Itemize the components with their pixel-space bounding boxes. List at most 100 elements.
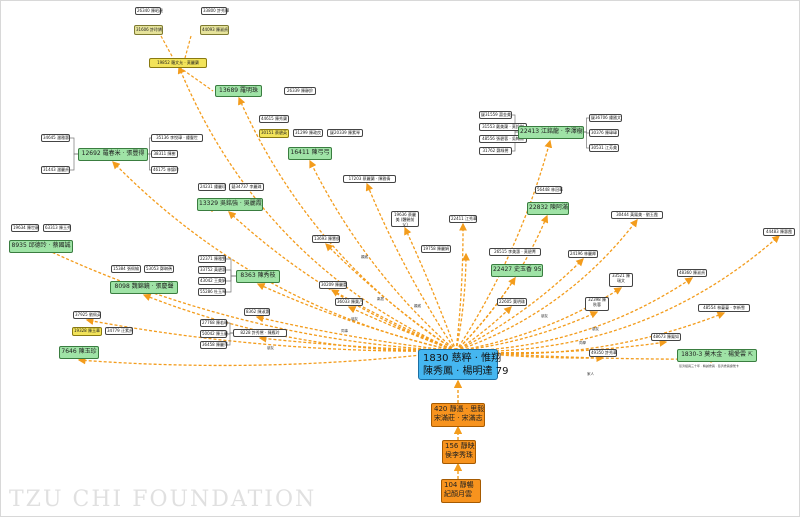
node-49350[interactable]: 49350 許秀華 xyxy=(589,349,617,357)
node-22413[interactable]: 22413 江銘龍 · 李澤樹 xyxy=(518,126,584,139)
ancestor-104[interactable]: 104 靜暢 紀顏月雲 xyxy=(441,479,481,503)
watermark: TZU CHI FOUNDATION xyxy=(9,487,317,512)
center-node[interactable]: 1830 慈粹 · 惟翔 陳秀鳳 · 楊明達 79 xyxy=(418,349,508,380)
node-24231[interactable]: 24231 鍾麗珍 xyxy=(198,183,226,191)
node-8228[interactable]: 8228 許秀鶯 · 陳應玲 xyxy=(233,329,287,337)
node-48360[interactable]: 48360 陳淑貞 xyxy=(677,269,707,277)
tree-bracket xyxy=(148,153,151,171)
node-22832[interactable]: 22832 陳阿滿 xyxy=(527,202,569,215)
node-26339[interactable]: 26339 陳靜鈴 xyxy=(284,87,316,95)
ancestor-420-line-2: 宋滿莊 · 宋滿志 xyxy=(434,414,483,422)
connection-line xyxy=(404,226,457,352)
node-34779[interactable]: 34779 汪素貞 xyxy=(105,327,133,335)
node-44615[interactable]: 44615 陳秀蘭 xyxy=(259,115,289,123)
node-30151[interactable]: 30151 蔡碧英 xyxy=(259,129,289,138)
node-16411[interactable]: 16411 陳弓弓 xyxy=(288,147,332,160)
node-15384[interactable]: 15384 張佩綸 xyxy=(111,265,141,273)
ancestor-156[interactable]: 156 靜映 侯李秀珠 xyxy=(442,440,476,464)
connection-line xyxy=(365,182,457,352)
node-30531[interactable]: 30531 江芳美 xyxy=(589,144,619,152)
node-53053[interactable]: 53053 鄭琳蒨 xyxy=(144,265,174,273)
node-8935[interactable]: 8935 邱德玲 · 蔡國誠 xyxy=(9,240,73,253)
node-56448[interactable]: 56448 林冠華 xyxy=(535,186,563,194)
node-26515[interactable]: 26515 李美惠 · 莫碧菁 xyxy=(489,248,541,256)
connection-line xyxy=(455,311,599,352)
connection-line xyxy=(455,306,512,352)
node-33521[interactable]: 33521 陳瑞文 xyxy=(609,273,633,287)
node-13329[interactable]: 13329 吳銘強 · 吳麗霞 xyxy=(197,198,263,211)
node-33752[interactable]: 33752 黃碧惠 xyxy=(198,266,226,274)
node-13689[interactable]: 13689 羅明珠 xyxy=(215,85,262,97)
node-1830-3[interactable]: 1830-3 莫木金 · 楊愛雲 ⇱ xyxy=(677,349,757,362)
tree-bracket xyxy=(70,153,78,171)
node-24196[interactable]: 24196 林麗卿 xyxy=(568,250,598,258)
node-31762[interactable]: 31762 鄭綠鶯 xyxy=(479,147,512,155)
node-30376[interactable]: 30376 陳瑋瑋 xyxy=(589,129,619,137)
connection-line xyxy=(256,283,457,352)
node-31559[interactable]: 疑31559 蕭金美 xyxy=(479,111,512,119)
node-37925[interactable]: 37925 劉佩英 xyxy=(73,311,101,319)
node-19758[interactable]: 19758 陳麗娟 xyxy=(421,245,451,253)
node-38311[interactable]: 38311 陳樹 xyxy=(151,150,178,158)
node-63313[interactable]: 63313 陳玉秀 xyxy=(43,224,71,232)
node-44483[interactable]: 44483 陳惠霞 xyxy=(763,228,795,236)
node-8362[interactable]: 8362 陳淑惠 xyxy=(244,308,270,316)
tree-bracket xyxy=(226,269,236,277)
tree-bracket xyxy=(226,275,236,293)
node-34645[interactable]: 34645 潘雅惠 xyxy=(41,134,70,142)
node-32398[interactable]: 32398 陳秋蓉 xyxy=(585,297,609,311)
connection-line xyxy=(455,276,516,352)
node-20339[interactable]: 疑20339 陳素琴 xyxy=(327,129,363,137)
node-36033[interactable]: 36033 陳葉乃 xyxy=(335,298,363,306)
connection-line xyxy=(455,222,467,352)
edge-label: 親戚 xyxy=(414,304,421,308)
node-35136[interactable]: 35136 李悅璋 · 鍾豐世 xyxy=(151,134,203,142)
node-7646[interactable]: 7646 陳玉珍 xyxy=(59,346,99,359)
ancestor-420-line-1: 420 靜憑 · 思毅 xyxy=(434,405,485,413)
node-36706[interactable]: 疑36706 鍾國文 xyxy=(589,114,622,122)
node-36458[interactable]: 36458 陳麗萍 xyxy=(200,341,228,349)
node-12692[interactable]: 12692 羅春米 · 張豐得 xyxy=(78,148,148,161)
node-48673[interactable]: 48673 陳鳳如 xyxy=(651,333,681,341)
center-line-1: 1830 慈粹 · 惟翔 xyxy=(423,353,502,364)
node-43042[interactable]: 43042 王美娟 xyxy=(198,277,226,285)
tree-bracket xyxy=(70,137,78,155)
node-31443[interactable]: 31443 潘麗貞 xyxy=(41,166,70,174)
node-13693[interactable]: 13693 陳慧俊 xyxy=(312,235,340,243)
node-22411[interactable]: 22411 江秀華 xyxy=(449,215,477,223)
node-19636[interactable]: 19636 蔡麗美 (體驗前父) xyxy=(391,211,419,227)
node-48556[interactable]: 48556 張碧蓉 · 吳翰薇 xyxy=(479,135,527,143)
node-33800[interactable]: 33800 許秀樺 xyxy=(201,7,229,15)
connection-line xyxy=(112,161,457,352)
node-55286[interactable]: 55286 杜玉琴 xyxy=(198,288,226,296)
node-22605[interactable]: 22605 葉明珠 xyxy=(497,298,527,306)
node-8098[interactable]: 8098 魏錦鏡 · 張慶聲 xyxy=(110,281,178,294)
node-50042[interactable]: 50042 陳玉麗 xyxy=(200,330,228,338)
node-19634[interactable]: 19634 陳世靜 xyxy=(11,224,39,232)
node-19328[interactable]: 19328 陳玉華 xyxy=(72,327,102,336)
ancestor-104-line-1: 104 靜暢 xyxy=(444,481,474,489)
node-31606[interactable]: 31606 許玲嬌 xyxy=(134,25,163,35)
node-17203[interactable]: 17203 蔡麗蘭 · 陳雅倩 xyxy=(343,175,396,183)
node-26340[interactable]: 26340 陳昭達 xyxy=(135,7,163,15)
node-30209[interactable]: 30209 陳麗蕾 xyxy=(319,281,347,289)
node-22371[interactable]: 22371 陳雅雯 xyxy=(198,255,226,263)
ancestor-104-line-2: 紀顏月雲 xyxy=(444,490,472,498)
connection-line xyxy=(184,35,192,59)
connection-line xyxy=(347,306,457,352)
node-48554[interactable]: 48554 林蔓蔓 · 李新雪 xyxy=(698,304,750,312)
connection-line xyxy=(160,35,174,59)
connection-line xyxy=(178,66,214,92)
ancestor-420[interactable]: 420 靜憑 · 思毅 宋滿莊 · 宋滿志 xyxy=(431,403,485,427)
node-31299[interactable]: 31299 陳政良 xyxy=(293,129,323,137)
node-46175[interactable]: 46175 林錦玲 xyxy=(151,166,179,174)
node-19852[interactable]: 19852 羅文允 · 莫麗蘭 xyxy=(149,58,207,68)
node-8363[interactable]: 8363 陳秀枝 xyxy=(236,270,280,283)
node-22427[interactable]: 22427 史玉香 95 xyxy=(491,264,543,277)
node-44093[interactable]: 44093 陳淑貞 xyxy=(200,25,229,35)
node-30444[interactable]: 30444 黃鳳美 · 劉玉霞 xyxy=(611,211,663,219)
node-27768[interactable]: 27768 陳若瑜 xyxy=(200,319,228,327)
node-34737[interactable]: 疑34737 李麗珠 xyxy=(229,183,264,191)
edge-label: 同事 xyxy=(341,329,348,333)
